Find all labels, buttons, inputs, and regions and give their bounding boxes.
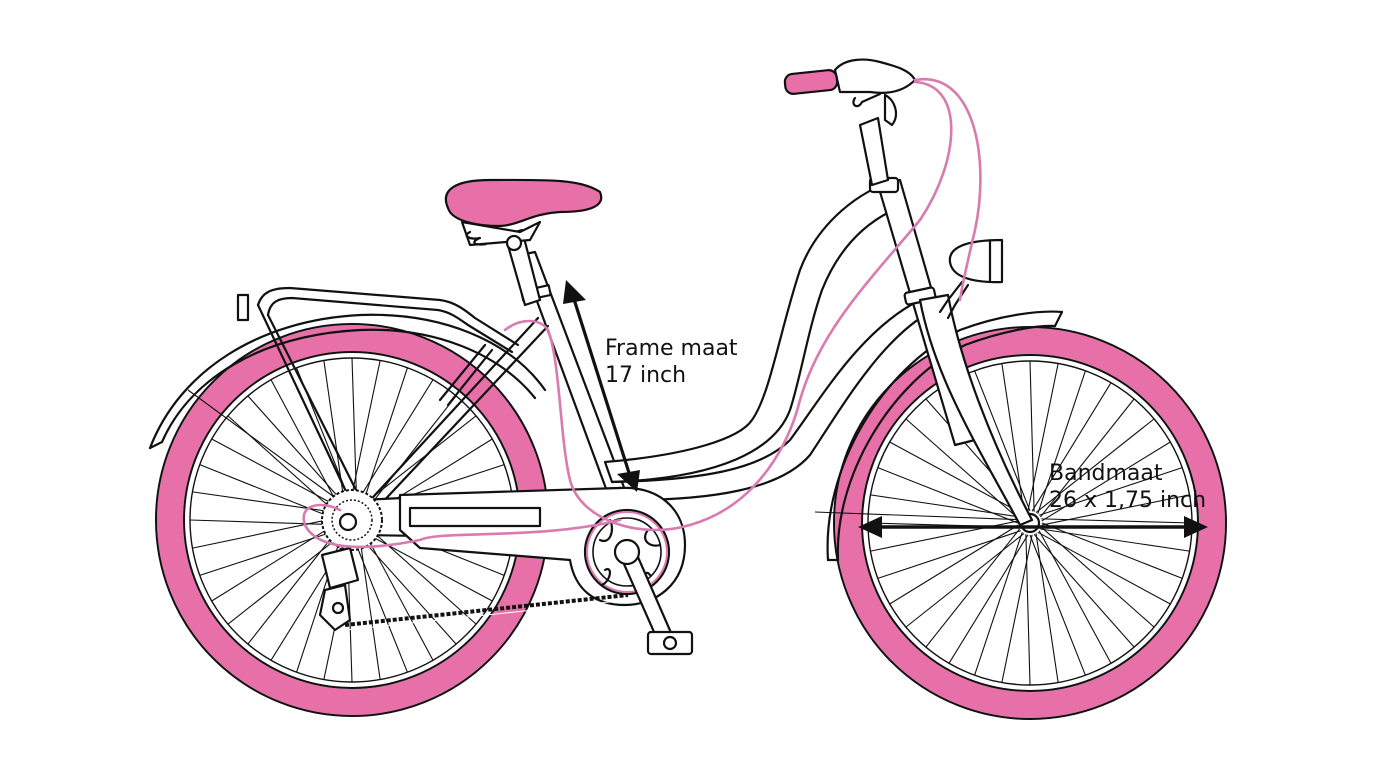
frame-size-title: Frame maat <box>605 336 738 361</box>
fork <box>918 293 1034 527</box>
frame <box>350 176 1034 607</box>
chain <box>344 593 629 627</box>
frame-size-arrow <box>563 280 640 492</box>
handlebar-assembly <box>783 58 917 187</box>
crank-assembly <box>583 508 694 656</box>
rear-drivetrain <box>318 489 383 632</box>
brake-housing <box>833 58 917 94</box>
brake-cables <box>302 78 982 549</box>
tire-size-label: Bandmaat 26 x 1,75 inch <box>1049 460 1206 514</box>
saddle <box>444 178 603 228</box>
frame-size-value: 17 inch <box>605 363 687 388</box>
tire-size-title: Bandmaat <box>1049 461 1163 486</box>
stem <box>858 116 890 187</box>
headlight <box>938 238 1004 320</box>
rear-rack <box>236 286 520 502</box>
tire-size-value: 26 x 1,75 inch <box>1049 488 1207 513</box>
handlebar-grip <box>783 69 839 95</box>
saddle-assembly <box>444 178 603 307</box>
front-tire <box>835 328 1225 718</box>
rear-derailleur <box>320 546 360 590</box>
crank-spindle <box>613 538 641 566</box>
tire-size-arrow <box>858 516 1208 538</box>
frame-size-label: Frame maat 17 inch <box>605 335 738 389</box>
front-wheel <box>833 326 1227 720</box>
rear-fender <box>148 313 547 506</box>
